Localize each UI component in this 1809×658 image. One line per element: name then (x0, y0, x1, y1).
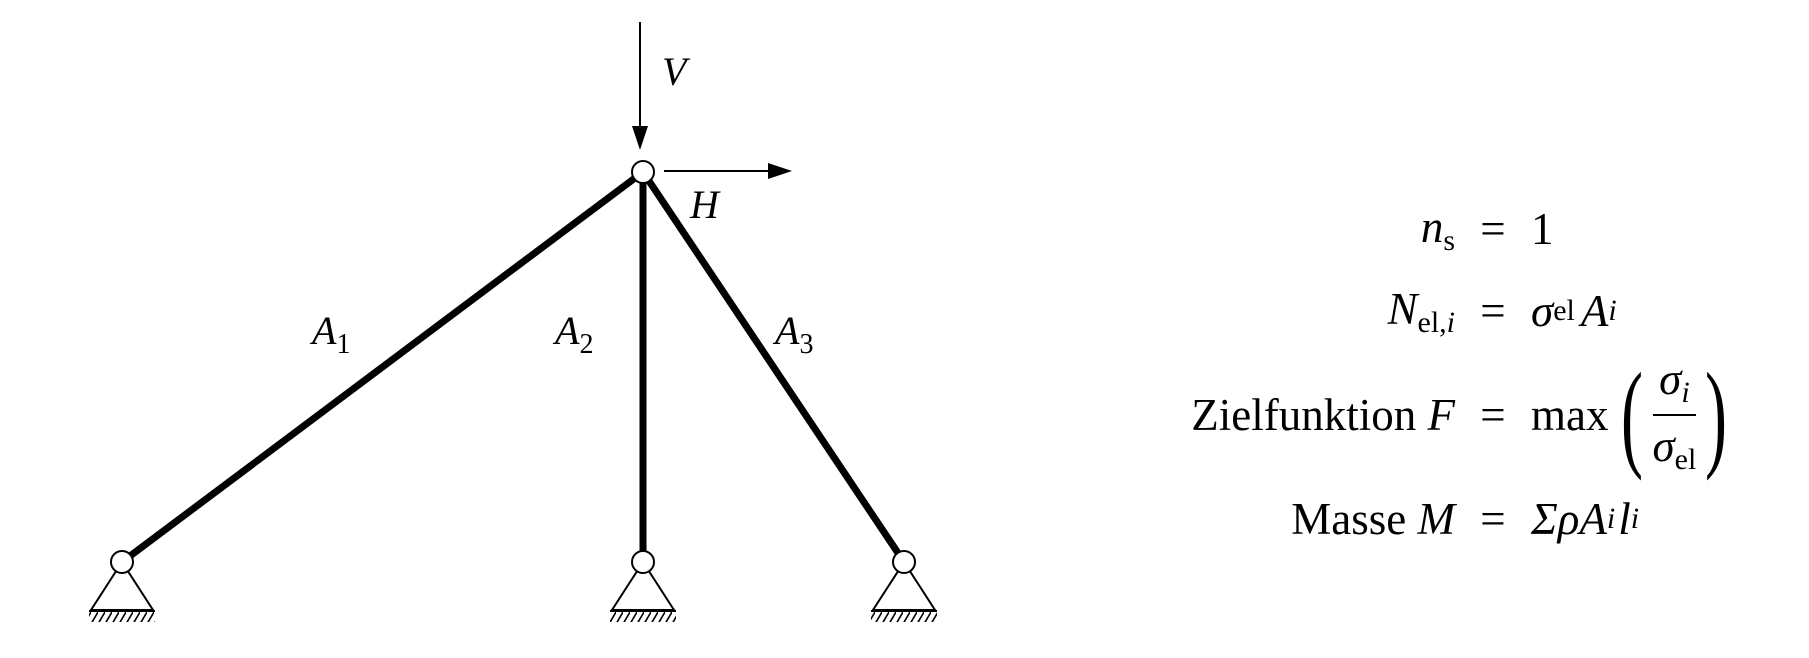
load-h-label: H (689, 182, 721, 227)
formula-objective: Zielfunktion F = max ( σi σel ) (1191, 348, 1728, 481)
load-h-arrowhead (768, 163, 792, 179)
load-v-label: V (662, 49, 691, 94)
bar-1-label: A1 (309, 308, 350, 360)
load-v-arrowhead (632, 126, 648, 150)
support-2 (610, 550, 676, 622)
formula-safety-factor: ns = 1 (1420, 201, 1554, 257)
fraction: σi σel (1652, 354, 1697, 476)
bar-1 (119, 169, 646, 565)
bar-3 (640, 170, 907, 564)
bar-3-label: A3 (772, 308, 813, 360)
bar-2-label: A2 (552, 308, 593, 360)
joint-top (631, 160, 655, 184)
support-3 (871, 550, 937, 622)
support-1 (89, 550, 155, 622)
